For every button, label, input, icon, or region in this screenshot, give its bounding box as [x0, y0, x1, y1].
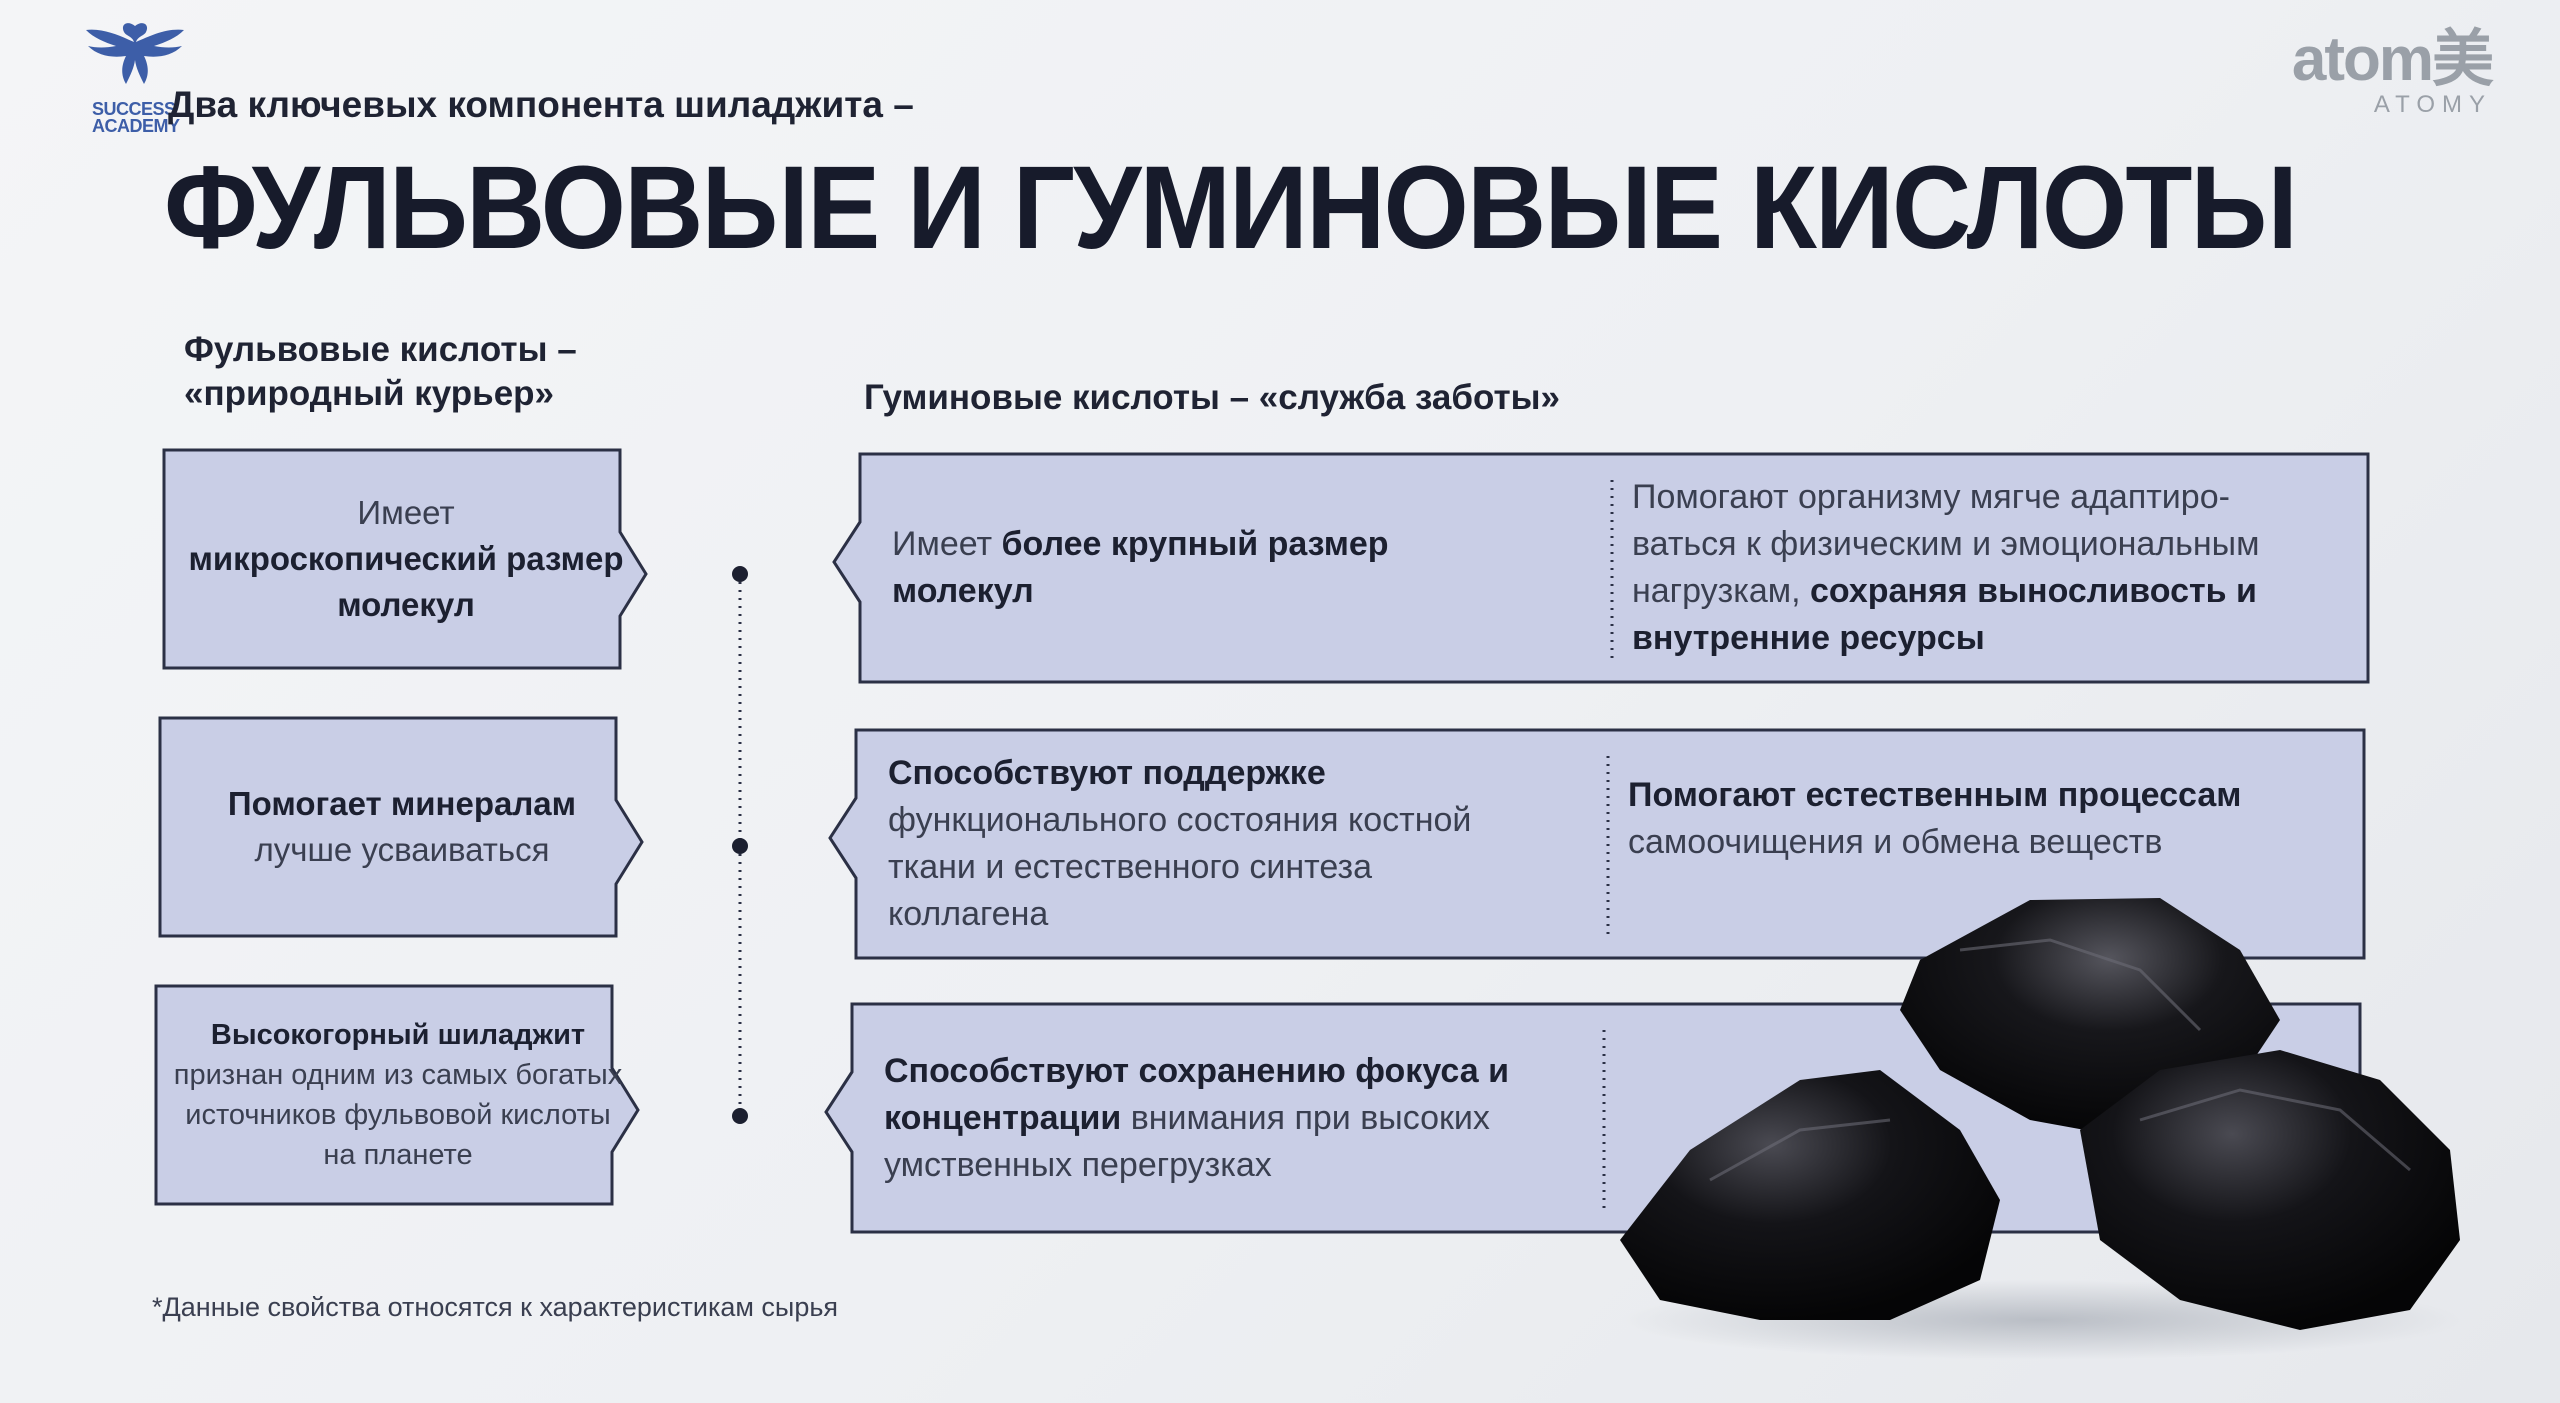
- logo-text-success: SUCCESS: [92, 99, 176, 119]
- success-academy-logo: SUCCESS ACADEMY: [80, 18, 200, 138]
- timeline: [732, 566, 748, 1124]
- box-shape: [828, 728, 2366, 960]
- box-shape: [162, 448, 648, 670]
- fulvic-box-1: Имеет микроскопический размер молекул: [162, 448, 670, 670]
- humic-row-1-right-bold: сохраняя выносливость и внутренние ресур…: [1632, 572, 2257, 657]
- fulvic-heading-line2: «природный курьер»: [184, 374, 555, 413]
- humic-row-3-left-post: внимания при высоких умственных перегруз…: [884, 1098, 1490, 1184]
- fulvic-box-2-bold: Помогает минералам: [227, 785, 577, 822]
- humic-row-1-left-bold: более крупный размер молекул: [892, 525, 1389, 610]
- humic-row-2-right-bold: Помогают естественным процессам: [1628, 776, 2242, 814]
- fulvic-box-2: Помогает минералам лучше усваиваться: [158, 716, 666, 938]
- page-title: ФУЛЬВОВЫЕ И ГУМИНОВЫЕ КИСЛОТЫ: [164, 142, 2298, 274]
- timeline-dot-icon: [732, 566, 748, 582]
- footnote: *Данные свойства относятся к характерист…: [152, 1292, 839, 1322]
- humic-row-2-left-bold: Способствуют поддержке: [888, 754, 1326, 792]
- humic-row-3-left-bold: Способствуют сохранению фокуса и концент…: [884, 1051, 1509, 1137]
- fulvic-box-1-bold: микроскопический размер молекул: [188, 540, 624, 623]
- timeline-dot-icon: [732, 1108, 748, 1124]
- fulvic-box-3-post: признан одним из самых богатых источнико…: [173, 1059, 623, 1171]
- logo-text-academy: ACADEMY: [92, 116, 180, 136]
- atomy-logo-wordmark: ATOMY: [2373, 91, 2492, 118]
- fulvic-box-3: Высокогорный шиладжит признан одним из с…: [154, 984, 662, 1206]
- humic-row-2: Способствуют поддержке функционального с…: [828, 728, 2366, 960]
- box-shape: [832, 452, 2370, 684]
- humic-row-1-right-pre: Помогают организму мягче адаптиро-ваться…: [1632, 478, 2260, 610]
- humic-heading: Гуминовые кислоты – «служба заботы»: [864, 378, 1561, 417]
- fulvic-heading-line1: Фульвовые кислоты –: [184, 330, 577, 369]
- atomy-logo-mark: atom美: [2291, 25, 2494, 94]
- box-shape: [158, 716, 644, 938]
- humic-row-1-left-pre: Имеет: [892, 525, 1002, 563]
- fulvic-box-2-post: лучше усваиваться: [254, 831, 550, 868]
- subtitle: Два ключевых компонента шиладжита –: [168, 84, 914, 125]
- humic-row-2-right-post: самоочищения и обмена веществ: [1628, 823, 2163, 861]
- fulvic-heading: Фульвовые кислоты – «природный курьер»: [184, 328, 577, 416]
- timeline-dot-icon: [732, 838, 748, 854]
- phoenix-logo-icon: [86, 23, 184, 84]
- atomy-logo: atom美 ATOMY: [2291, 25, 2494, 118]
- humic-row-2-left-post: функционального состояния костной ткани …: [888, 801, 1472, 933]
- fulvic-box-1-pre: Имеет: [357, 494, 455, 531]
- fulvic-box-3-bold: Высокогорный шиладжит: [210, 1019, 586, 1051]
- humic-row-1: Имеет более крупный размер молекул Помог…: [832, 452, 2370, 684]
- shilajit-rocks-image: [1620, 898, 2460, 1360]
- box-shape: [154, 984, 640, 1206]
